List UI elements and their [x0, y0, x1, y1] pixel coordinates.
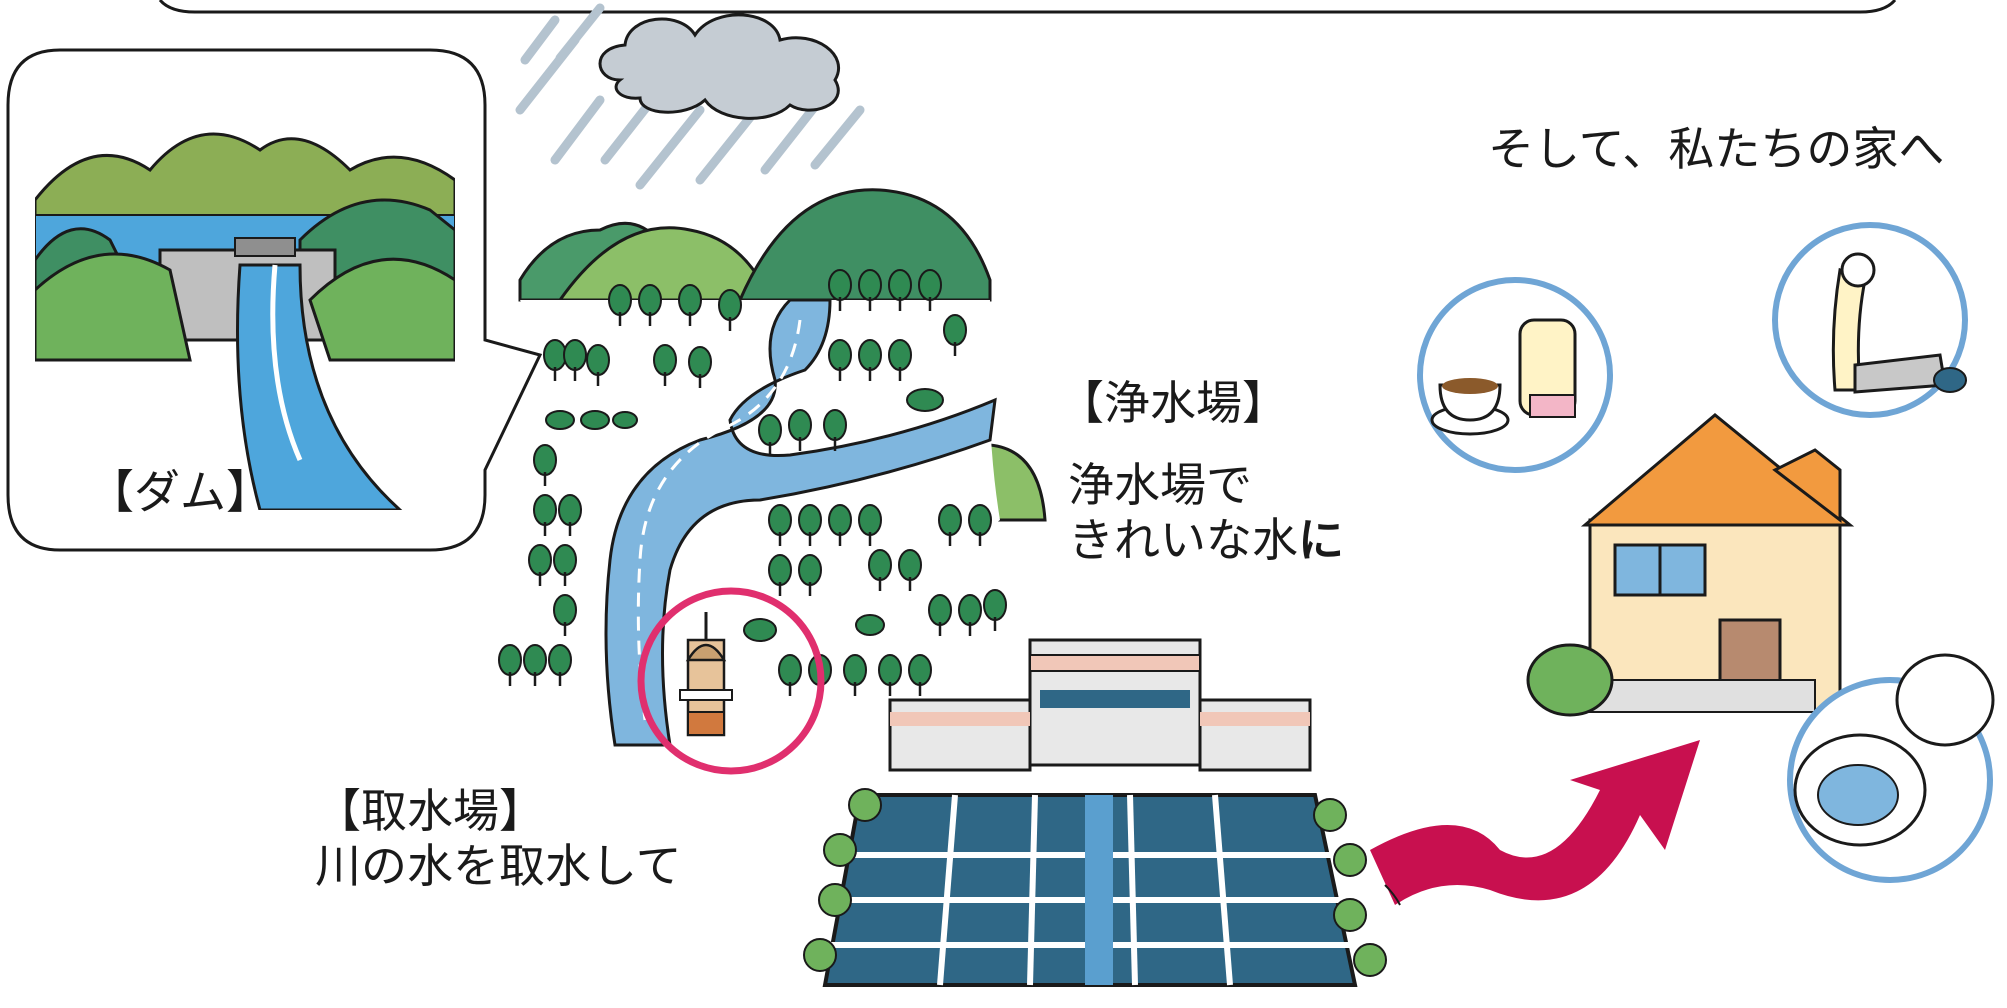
- plant-desc-line2: きれいな水に: [1068, 513, 1344, 568]
- toilet-bubble: [1787, 653, 1995, 883]
- kitchen-bubble: [1417, 277, 1613, 473]
- intake-highlight-circle: [637, 587, 825, 775]
- top-frame-edge: [158, 0, 1897, 14]
- purification-plant-title: 【浄水場】: [1058, 376, 1288, 430]
- house: [1526, 413, 1855, 717]
- intake-title: 【取水場】: [315, 784, 545, 838]
- cloud-icon: [598, 13, 841, 120]
- flow-arrow: [1370, 740, 1700, 905]
- plant-desc-line2-bold: に: [1298, 513, 1344, 568]
- intake-label: 【取水場】 川の水を取水して: [315, 784, 682, 894]
- purification-plant-description: 浄水場で きれいな水に: [1068, 458, 1344, 568]
- home-label: そして、私たちの家へ: [1488, 122, 1945, 176]
- shower-bubble: [1772, 222, 1968, 418]
- plant-desc-line2-main: きれいな水: [1068, 513, 1298, 568]
- dam-callout: [6, 48, 543, 552]
- plant-desc-line1: 浄水場で: [1068, 458, 1252, 512]
- dam-label: 【ダム】: [88, 465, 272, 519]
- intake-tower: [679, 612, 733, 737]
- forest: [497, 268, 1008, 698]
- intake-description: 川の水を取水して: [315, 839, 682, 894]
- water-purification-plant: [803, 638, 1387, 987]
